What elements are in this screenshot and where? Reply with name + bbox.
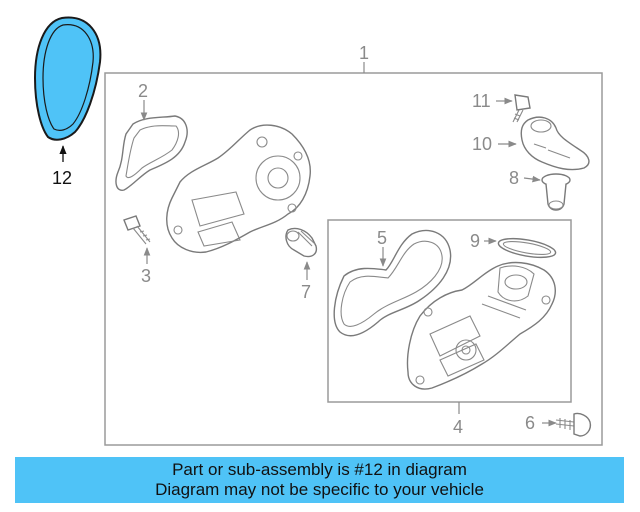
bushing-part-7[interactable]: [285, 227, 318, 258]
banner-line-2: Diagram may not be specific to your vehi…: [155, 480, 484, 499]
parts-diagram: 1 2 3 4 5 6 7 8 9 10 11 12: [33, 16, 603, 446]
bolt-part-6[interactable]: [555, 412, 592, 437]
info-banner: Part or sub-assembly is #12 in diagram D…: [15, 457, 624, 503]
callout-1: 1: [359, 43, 369, 63]
bolt-part-3[interactable]: [123, 215, 151, 245]
callout-3: 3: [141, 266, 151, 286]
callout-7: 7: [301, 282, 311, 302]
callout-4: 4: [453, 417, 463, 437]
o-ring-part-9[interactable]: [497, 235, 557, 261]
sub-assembly-frame: [327, 219, 572, 403]
callout-11: 11: [472, 91, 491, 111]
thermostat-housing-part-10[interactable]: [520, 116, 590, 171]
gasket-part-2[interactable]: [115, 115, 188, 191]
timing-belt-part-12[interactable]: [33, 16, 102, 141]
banner-line-1: Part or sub-assembly is #12 in diagram: [172, 460, 467, 479]
callout-12: 12: [52, 168, 72, 188]
callout-5: 5: [377, 228, 387, 248]
water-pump-part-1[interactable]: [166, 124, 311, 254]
callout-2: 2: [138, 81, 148, 101]
thermostat-part-8[interactable]: [541, 173, 571, 211]
callout-8: 8: [509, 168, 519, 188]
callout-10: 10: [472, 134, 492, 154]
assembly-frame: [104, 72, 603, 446]
bolt-part-11[interactable]: [512, 94, 531, 123]
housing-gasket-part-5[interactable]: [333, 229, 452, 337]
housing-assembly-part-4[interactable]: [406, 261, 556, 390]
callout-9: 9: [470, 231, 480, 251]
callout-6: 6: [525, 413, 535, 433]
